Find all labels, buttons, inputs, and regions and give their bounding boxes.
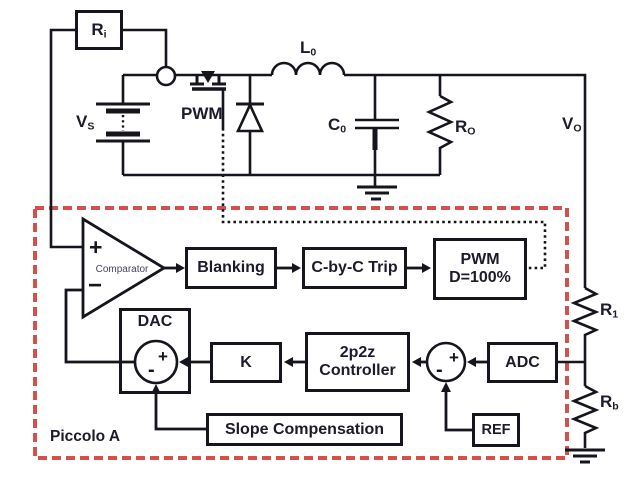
pwm-block-line2: D=100% <box>449 269 511 286</box>
wire-ri-to-node <box>123 28 168 66</box>
slope-compensation-label: Slope Compensation <box>224 420 385 438</box>
ref-block: REF <box>472 413 520 447</box>
wire-top-rail-right <box>344 73 587 288</box>
blanking-block: Blanking <box>185 247 277 289</box>
piccolo-a-label: Piccolo A <box>50 428 121 445</box>
blanking-label: Blanking <box>197 259 265 277</box>
dac-label: DAC <box>137 313 173 330</box>
load-resistor-symbol <box>425 75 455 175</box>
dac-sum-plus-sign: + <box>158 347 168 366</box>
dac-sum-minus-sign: - <box>148 359 155 381</box>
vo-label: VO <box>562 114 582 135</box>
ref-label: REF <box>481 421 511 438</box>
ro-label: RO <box>455 117 476 138</box>
error-sum-minus-sign: - <box>436 359 443 381</box>
wire-dac-to-comparator-minus <box>64 288 135 364</box>
comparator-minus-sign: − <box>88 272 103 299</box>
l0-label: L0 <box>300 38 317 59</box>
comparator-plus-sign: + <box>89 234 103 260</box>
2p2z-controller-block: 2p2z Controller <box>305 332 410 392</box>
pwm-block-line1: PWM <box>460 251 500 269</box>
pwm-switch-label: PWM <box>181 104 223 123</box>
ground-symbol-rb <box>565 448 605 464</box>
mosfet-symbol <box>190 71 226 128</box>
adc-block: ADC <box>487 342 558 383</box>
2p2z-line2: Controller <box>319 362 396 379</box>
c0-label: C0 <box>328 115 347 136</box>
vs-label: VS <box>76 112 95 133</box>
piccolo-boundary-box <box>33 206 569 460</box>
cbc-trip-block: C-by-C Trip <box>302 247 407 289</box>
slope-compensation-block: Slope Compensation <box>206 413 403 446</box>
gain-k-block: K <box>210 342 282 383</box>
current-sense-node <box>155 65 177 87</box>
inductor-symbol <box>270 61 346 76</box>
signal-arrows <box>151 263 487 432</box>
dac-summing-junction <box>133 339 179 385</box>
ri-block: Ri <box>75 10 123 50</box>
comparator-symbol <box>81 216 167 320</box>
error-sum-plus-sign: + <box>449 348 459 367</box>
r1-resistor-symbol <box>570 286 600 386</box>
gain-k-label: K <box>240 353 252 371</box>
comparator-label: Comparator <box>95 264 149 275</box>
capacitor-symbol <box>355 118 399 150</box>
2p2z-line1: 2p2z <box>339 344 376 362</box>
error-summing-junction <box>425 341 467 383</box>
diode-symbol <box>235 101 265 133</box>
dac-block: DAC <box>119 308 191 394</box>
ground-symbol-c0 <box>357 185 397 201</box>
rb-resistor-symbol <box>570 384 600 448</box>
battery-symbol <box>96 102 150 143</box>
rb-label: Rb <box>600 392 619 413</box>
power-stage-wires <box>49 28 600 448</box>
wire-sense-to-comparator <box>49 28 83 249</box>
cbc-trip-label: C-by-C Trip <box>311 259 398 277</box>
ri-label: Ri <box>91 20 107 41</box>
adc-label: ADC <box>505 353 540 371</box>
pwm-block: PWM D=100% <box>433 238 527 300</box>
r1-label: R1 <box>600 300 619 321</box>
